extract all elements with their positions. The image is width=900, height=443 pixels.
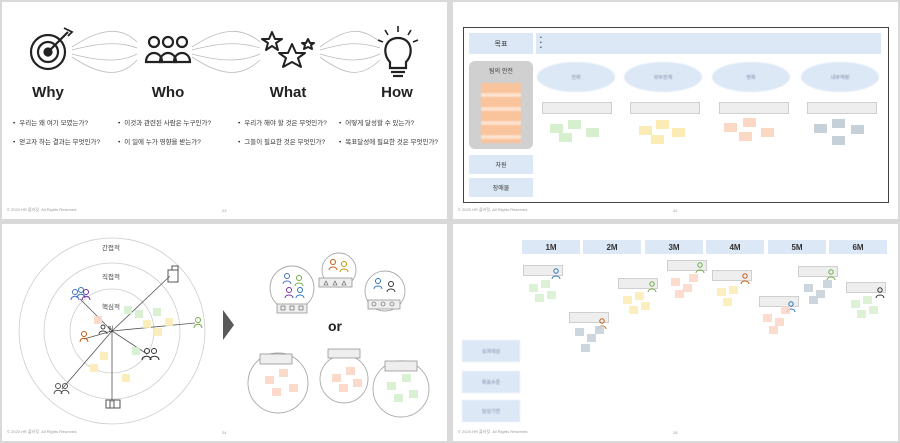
sticky-note[interactable] <box>739 132 752 141</box>
arrow-right-icon <box>223 310 234 340</box>
footer-copyright: © 2020 HR 플러킷. All Rights Reserved. <box>7 429 78 434</box>
ellipse-change: 변화 <box>712 62 790 92</box>
page-number: 24 <box>222 430 227 435</box>
ellipse-strategy: 전략 <box>537 62 615 92</box>
slide-goal-canvas[interactable]: 목표 ••• 팀의 안전 자원 장애물 전략 외부관계 변화 내부역량 <box>453 2 898 219</box>
people-icon <box>144 35 192 64</box>
slide3-art <box>18 237 430 425</box>
team-safety-label: 팀의 안전 <box>489 69 513 75</box>
team-safety-notes <box>481 83 521 143</box>
goal-input-bar[interactable]: ••• <box>536 33 881 54</box>
month-1m: 1M <box>522 240 580 254</box>
team-safety-box: 팀의 안전 <box>469 61 533 149</box>
footer-copyright: © 2020 HR 플러킷. All Rights Reserved. <box>458 207 529 212</box>
sticky-note[interactable] <box>743 118 756 127</box>
page-number: 23 <box>222 208 227 213</box>
bullet-what-2: 그들이 필요한 것은 무엇인가? <box>238 136 325 146</box>
bullet-why-2: 얻고자 하는 결과는 무엇인가? <box>13 136 100 146</box>
input-bar-3[interactable] <box>719 102 789 114</box>
target-icon <box>29 27 74 71</box>
ellipse-external: 외부관계 <box>624 62 702 92</box>
heading-who: Who <box>151 84 185 101</box>
sticky-note[interactable] <box>761 128 774 137</box>
side-button-deadline[interactable]: 달성기한 <box>462 400 520 422</box>
side-button-target[interactable]: 성과대상 <box>462 340 520 362</box>
month-6m: 6M <box>829 240 887 254</box>
sticky-note[interactable] <box>832 136 845 145</box>
goal-label: 목표 <box>469 33 533 54</box>
obstacle-label: 장애물 <box>469 178 533 197</box>
ring-label-direct: 직접적 <box>102 274 120 281</box>
sticky-note[interactable] <box>672 128 685 137</box>
building-icon <box>167 265 179 283</box>
month-3m: 3M <box>645 240 703 254</box>
resource-label: 자원 <box>469 155 533 174</box>
canvas-frame <box>463 27 889 203</box>
sticky-note[interactable] <box>851 125 864 134</box>
sticky-note[interactable] <box>559 133 572 142</box>
goal-bar[interactable] <box>667 260 707 271</box>
heading-what: What <box>269 84 307 101</box>
stars-icon <box>261 31 315 68</box>
goal-bar[interactable] <box>618 278 658 289</box>
input-bar-2[interactable] <box>630 102 700 114</box>
people-icon <box>53 287 203 395</box>
sticky-note[interactable] <box>832 119 845 128</box>
footer-copyright: © 2020 HR 플러킷. All Rights Reserved. <box>458 429 529 434</box>
slide-why-who-what-how[interactable]: Why Who What How 우리는 왜 여기 모였는가? 얻고자 하는 결… <box>2 2 447 219</box>
page-number: 28 <box>673 430 678 435</box>
page-number: 42 <box>673 208 678 213</box>
goal-bar[interactable] <box>569 312 609 323</box>
slide-stakeholder-map[interactable]: 간접적 직접적 핵심적 팀 or © 2020 HR 플러킷. All Righ… <box>2 224 447 441</box>
goal-bar[interactable] <box>759 296 799 307</box>
goal-bar[interactable] <box>798 266 838 277</box>
month-5m: 5M <box>768 240 826 254</box>
heading-why: Why <box>32 84 64 101</box>
bullet-why-1: 우리는 왜 여기 모였는가? <box>13 117 88 127</box>
side-button-level[interactable]: 목표수준 <box>462 371 520 393</box>
bullet-who-2: 이 일에 누가 영향을 받는가? <box>118 136 201 146</box>
month-4m: 4M <box>706 240 764 254</box>
month-2m: 2M <box>583 240 641 254</box>
ring-label-core: 핵심적 <box>102 304 120 311</box>
bullet-how-2: 목표달성에 필요한 것은 무엇인가? <box>339 136 438 146</box>
lightbulb-icon <box>377 26 419 78</box>
bullet-who-1: 이것과 관련된 사람은 누구인가? <box>118 117 211 127</box>
goal-bar[interactable] <box>846 282 886 293</box>
sticky-note[interactable] <box>724 123 737 132</box>
input-bar-1[interactable] <box>542 102 612 114</box>
sticky-note[interactable] <box>651 135 664 144</box>
sticky-note[interactable] <box>814 124 827 133</box>
sticky-note[interactable] <box>639 126 652 135</box>
sticky-note[interactable] <box>656 120 669 129</box>
bullet-how-1: 어떻게 달성할 수 있는가? <box>339 117 414 127</box>
goal-bar[interactable] <box>523 265 563 276</box>
sticky-note[interactable] <box>568 120 581 129</box>
ring-label-indirect: 간접적 <box>102 245 120 252</box>
or-label: or <box>328 318 342 334</box>
footer-copyright: © 2020 HR 플러킷. All Rights Reserved. <box>7 207 78 212</box>
ellipse-internal: 내부역량 <box>801 62 879 92</box>
factory-icon <box>105 399 121 409</box>
sticky-note[interactable] <box>550 124 563 133</box>
heading-how: How <box>381 84 413 101</box>
goal-bar[interactable] <box>712 270 752 281</box>
slide1-art <box>29 26 419 78</box>
slide-roadmap[interactable]: 1M 2M 3M 4M 5M 6M 성과대상 목표수준 달성기한 <box>453 224 898 441</box>
team-center-label: 팀 <box>108 327 114 333</box>
input-bar-4[interactable] <box>807 102 877 114</box>
team-center-icon <box>98 324 108 335</box>
bullet-what-1: 우리가 해야 할 것은 무엇인가? <box>238 117 327 127</box>
sticky-note[interactable] <box>586 128 599 137</box>
